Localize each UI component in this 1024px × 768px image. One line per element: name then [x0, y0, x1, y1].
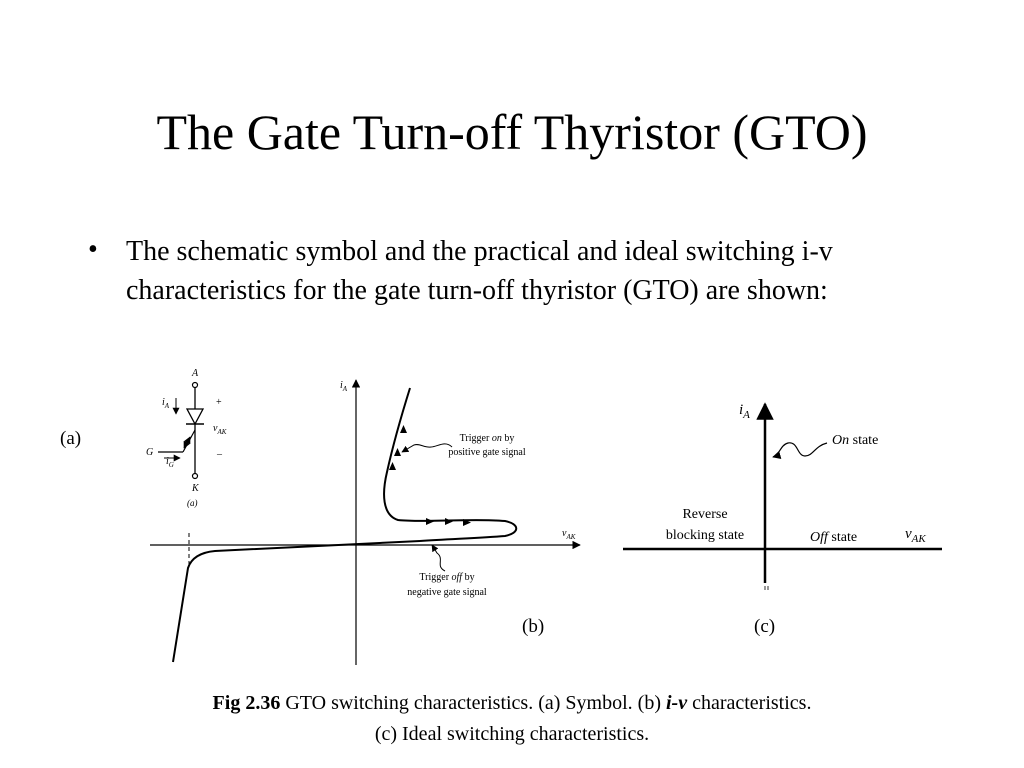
reverse-blocking-line1: Reverse: [682, 507, 727, 522]
label-c: (c): [754, 616, 776, 637]
on-state-loop: [383, 387, 518, 542]
plus-sign: +: [216, 397, 222, 408]
caption-line1: Fig 2.36 GTO switching characteristics. …: [212, 692, 812, 714]
direction-arrow: [426, 518, 434, 525]
caption-line2: (c) Ideal switching characteristics.: [374, 723, 650, 745]
symbol-sublabel: (a): [187, 498, 198, 508]
practical-x-label: vAK: [562, 528, 576, 541]
off-state-label: Off state: [810, 530, 857, 545]
gate-lead: [182, 429, 196, 453]
label-a: (a): [60, 428, 82, 449]
ideal-characteristic: iA vAK On state Reverse blocking state O…: [623, 402, 942, 590]
trigger-on-line1: Trigger on by: [460, 433, 515, 444]
practical-y-label: iA: [340, 380, 348, 393]
gto-symbol: A K G iA iG vAK + – (a): [146, 368, 227, 508]
gate-label: G: [146, 447, 153, 458]
voltage-label: vAK: [213, 423, 227, 436]
figure-caption: Fig 2.36 GTO switching characteristics. …: [0, 688, 1024, 750]
cathode-terminal: [191, 472, 199, 480]
direction-arrow: [400, 425, 407, 433]
trigger-on-line2: positive gate signal: [448, 447, 525, 458]
anode-label: A: [191, 368, 199, 379]
diode-triangle: [185, 408, 205, 426]
reverse-forward-curve: [172, 540, 421, 663]
trigger-off-line2: negative gate signal: [407, 587, 487, 598]
trigger-off-pointer: [431, 544, 446, 572]
caption-iv: i-v: [665, 692, 688, 714]
direction-arrow: [394, 448, 401, 456]
reverse-blocking-line2: blocking state: [666, 528, 744, 543]
slide-title: The Gate Turn-off Thyristor (GTO): [156, 104, 868, 160]
on-state-pointer: [772, 442, 828, 459]
bullet-marker: •: [88, 234, 98, 265]
direction-arrow: [463, 519, 471, 526]
trigger-off-line1: Trigger off by: [419, 572, 474, 583]
practical-characteristic: iA vAK Trigger on by positive gate signa…: [150, 379, 581, 665]
ideal-y-label: iA: [739, 402, 750, 421]
anode-terminal: [191, 381, 199, 389]
on-state-label: On state: [832, 433, 878, 448]
ideal-x-label: vAK: [905, 526, 926, 545]
bullet-text: The schematic symbol and the practical a…: [126, 236, 833, 306]
caption-fig-number: Fig 2.36: [212, 692, 281, 714]
anode-current-label: iA: [162, 397, 170, 410]
gate-current-label: iG: [166, 456, 174, 469]
trigger-on-pointer: [401, 443, 453, 453]
minus-sign: –: [216, 449, 223, 460]
label-b: (b): [522, 616, 545, 637]
direction-arrow: [389, 462, 396, 470]
cathode-label: K: [191, 483, 200, 494]
direction-arrow: [445, 518, 453, 525]
